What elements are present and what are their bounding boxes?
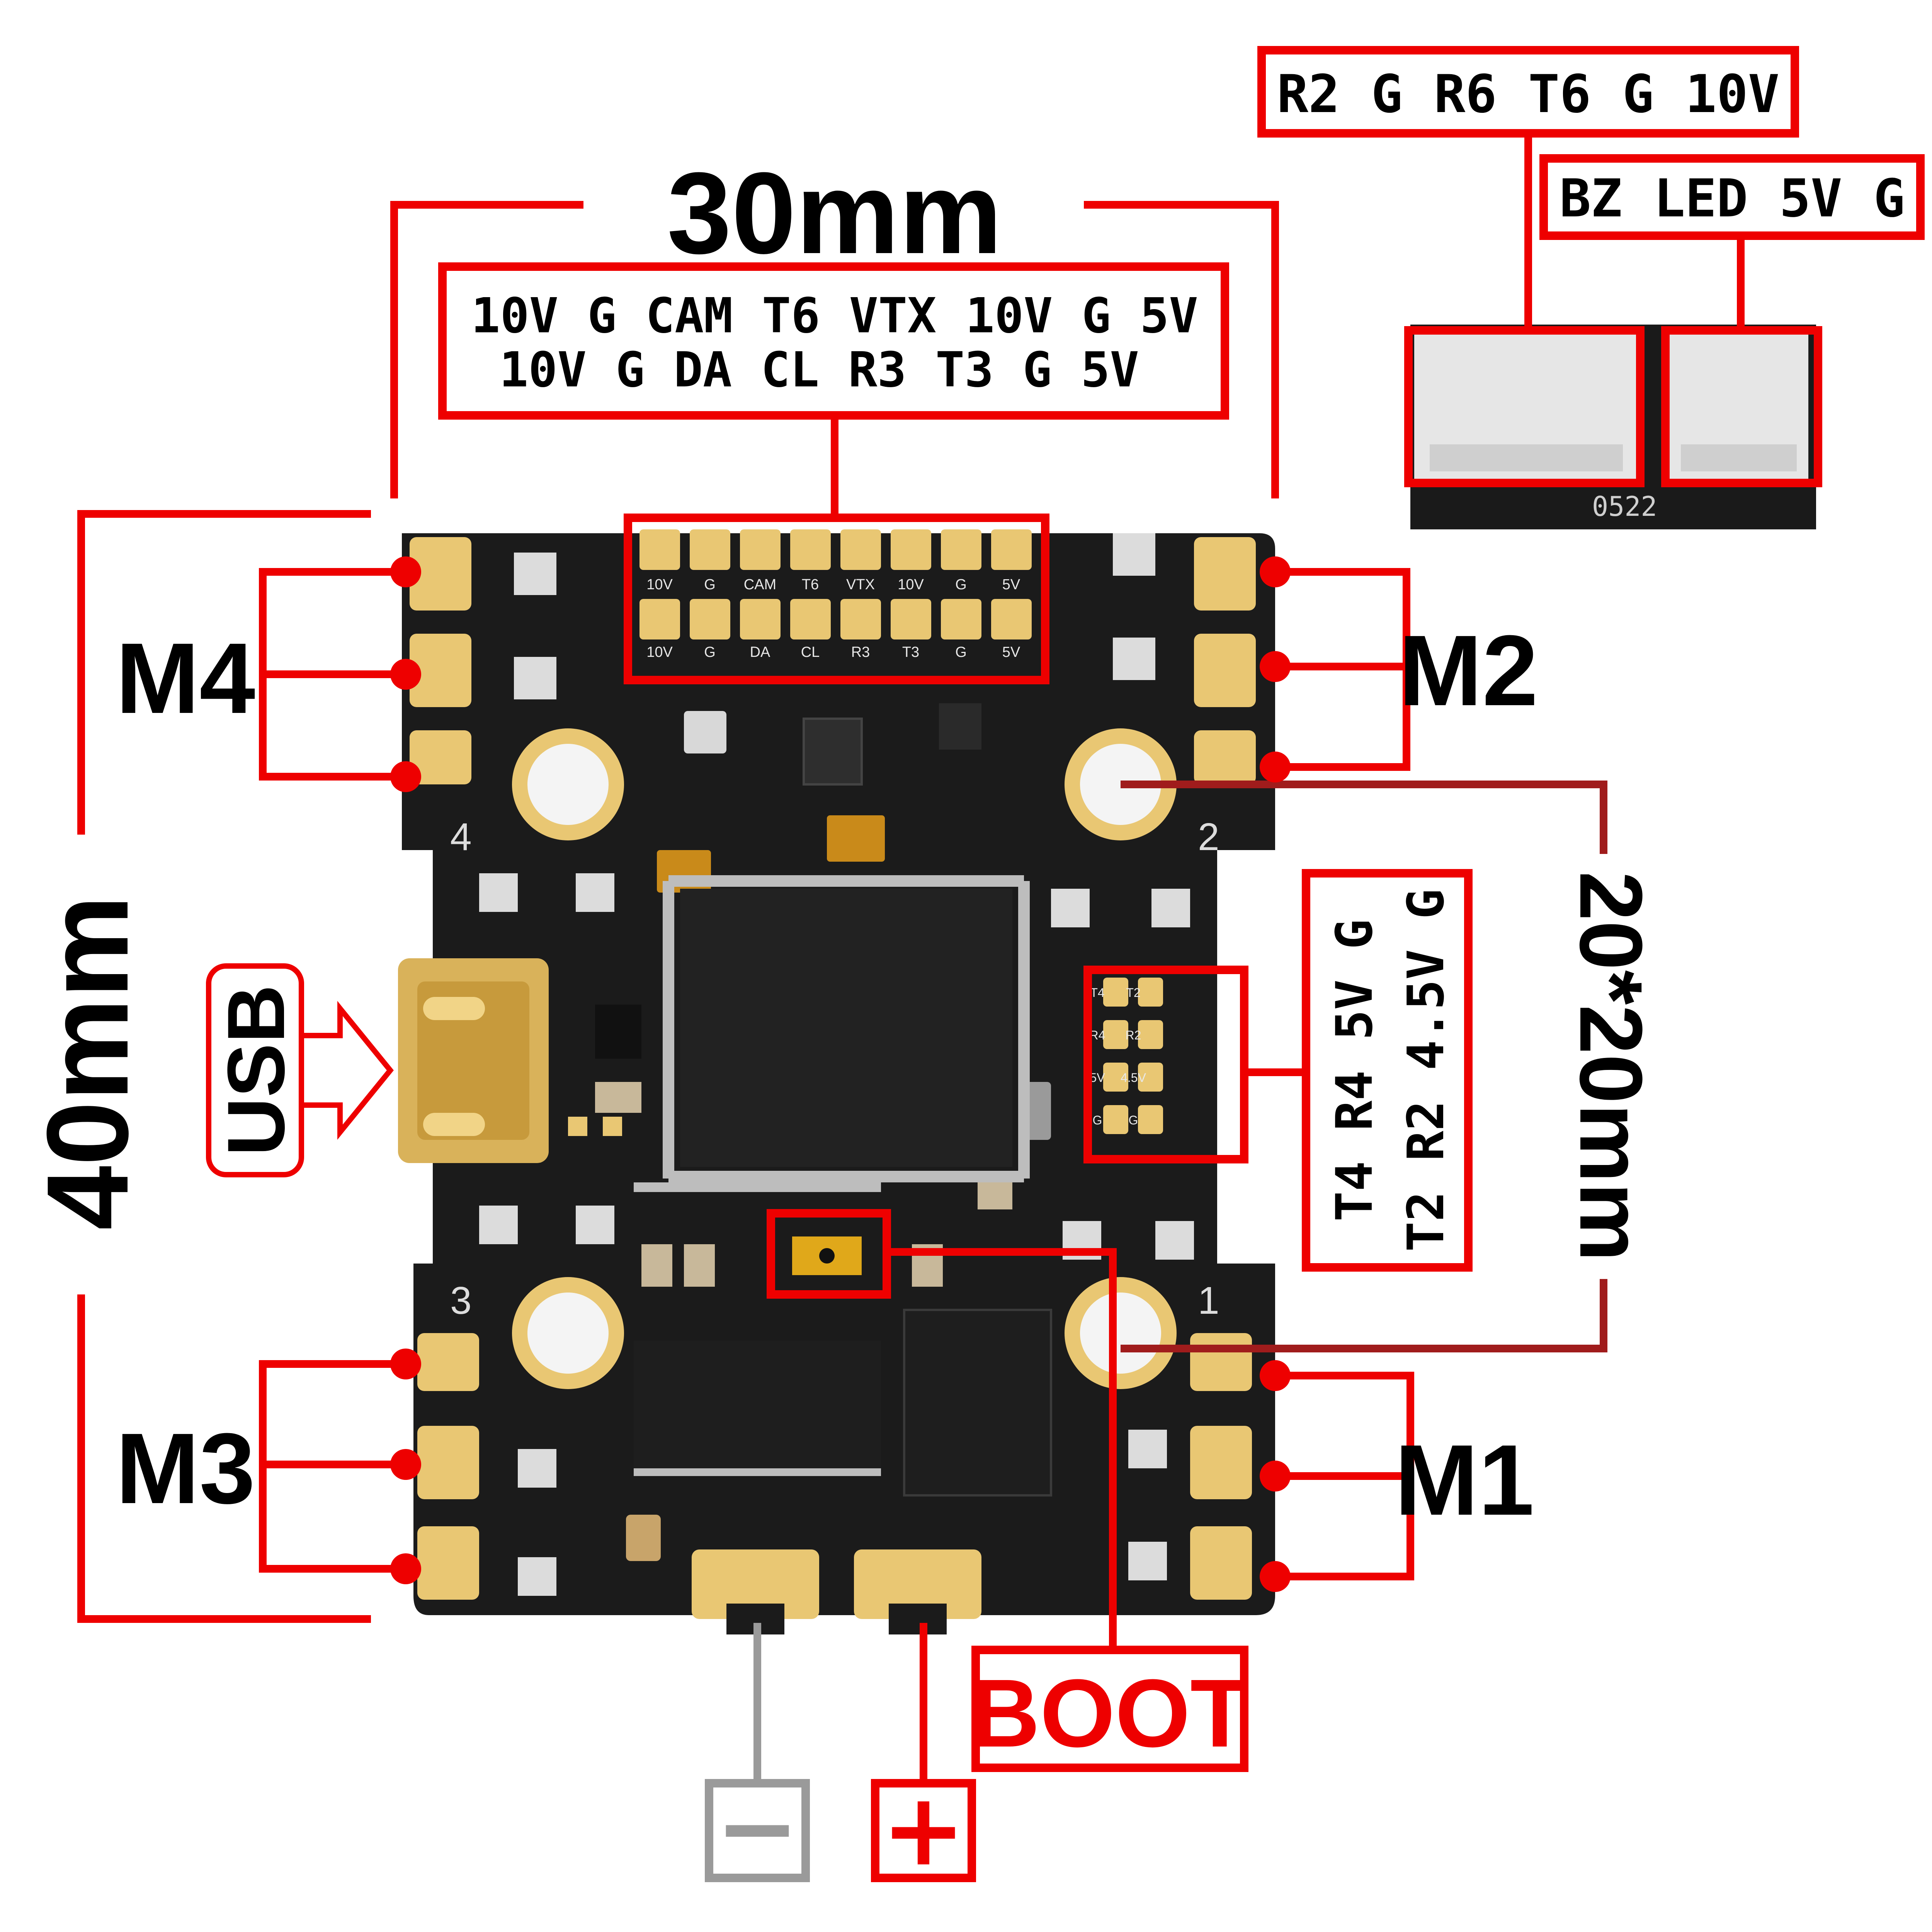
boot-label: BOOT	[970, 1659, 1249, 1767]
silk-side-1-3: 5V	[1090, 1071, 1105, 1085]
silk-top-2-3: DA	[750, 644, 770, 660]
silk-side-1-2: R4	[1090, 1028, 1105, 1042]
silk-top-2-8: 5V	[1002, 644, 1020, 660]
silk-top-2-4: CL	[801, 644, 820, 660]
motor-pad-dots	[390, 556, 1291, 1592]
silk-top-2-5: R3	[851, 644, 870, 660]
silk-side-1-1: T4	[1090, 986, 1104, 1000]
height-dimension-bottom	[77, 1294, 371, 1623]
silk-side-2-3: 4.5V	[1121, 1071, 1146, 1085]
width-dimension-label: 30mm	[667, 148, 1002, 278]
mount-number-3: 3	[450, 1279, 472, 1322]
top-header-row1: 10V G CAM T6 VTX 10V G 5V	[471, 288, 1198, 344]
boot-leader	[887, 1248, 1117, 1650]
mount-dimension-label: 20*20mm	[1561, 871, 1661, 1262]
motor-label-m3: M3	[116, 1413, 255, 1525]
width-dimension-left	[390, 201, 583, 498]
flight-controller-board: 4 2 3 1 10V G CAM	[398, 529, 1275, 1634]
silk-top-2-6: T3	[902, 644, 919, 660]
side-pad-grid	[1103, 978, 1163, 1134]
top-pad-grid	[639, 529, 1032, 639]
usb-port	[398, 958, 549, 1163]
side-pad-label-col1: T4 R4 5V G	[1325, 919, 1384, 1222]
battery-negative-label: −	[715, 1770, 799, 1886]
connector-a-label: R2 G R6 T6 G 10V	[1277, 64, 1779, 124]
connector-b-label-box	[1539, 154, 1925, 240]
usb-arrow	[299, 1001, 394, 1140]
silk-side-2-2: R2	[1126, 1028, 1141, 1042]
usb-label: USB	[211, 985, 301, 1156]
silk-top-1-8: 5V	[1002, 577, 1020, 593]
silk-top-1-7: G	[955, 577, 967, 593]
silk-side-2-1: T2	[1126, 986, 1140, 1000]
mount-dimension-bottom	[1121, 1279, 1607, 1352]
mount-dimension-top	[1121, 781, 1607, 854]
height-dimension-label: 40mm	[22, 895, 152, 1230]
silk-top-2-2: G	[704, 644, 716, 660]
battery-pads	[692, 1549, 981, 1634]
top-header-row2: 10V G DA CL R3 T3 G 5V	[499, 342, 1139, 398]
motor-label-m2: M2	[1398, 615, 1538, 727]
connector-b-label: BZ LED 5V G	[1560, 168, 1905, 229]
silk-top-2-1: 10V	[646, 644, 673, 660]
side-pad-highlight	[1083, 966, 1248, 1163]
mount-number-4: 4	[450, 815, 472, 859]
silk-top-1-4: T6	[802, 577, 819, 593]
width-dimension-right	[1084, 201, 1279, 498]
mount-number-2: 2	[1198, 815, 1219, 859]
silk-top-2-7: G	[955, 644, 967, 660]
motor-label-m1: M1	[1395, 1424, 1534, 1536]
silk-top-1-5: VTX	[846, 577, 875, 593]
silk-top-1-2: G	[704, 577, 716, 593]
mount-number-1: 1	[1198, 1279, 1219, 1322]
mosfets	[479, 533, 1194, 1596]
silk-top-1-3: CAM	[744, 577, 776, 593]
height-dimension-top	[77, 510, 371, 835]
silk-top-1-6: 10V	[898, 577, 924, 593]
side-pad-label-col2: T2 R2 4.5V G	[1396, 889, 1455, 1252]
silk-side-1-4: G	[1093, 1113, 1102, 1127]
bottom-chips	[634, 1182, 1052, 1497]
connector-photo: 0522	[1410, 325, 1816, 529]
mcu-chip	[663, 875, 1030, 1182]
small-components	[568, 703, 1051, 1561]
battery-positive-label: +	[881, 1772, 966, 1888]
silk-top-1-1: 10V	[646, 577, 673, 593]
motor-label-m4: M4	[116, 622, 256, 735]
silk-side-2-4: G	[1129, 1113, 1138, 1127]
connector-code-silk: 0522	[1592, 491, 1657, 522]
